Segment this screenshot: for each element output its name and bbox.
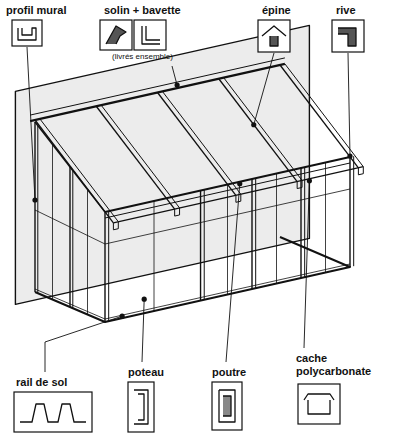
post xyxy=(200,191,201,301)
cover-icon xyxy=(308,400,330,414)
rafter xyxy=(219,79,297,182)
floor-rail xyxy=(35,237,350,322)
part-label: solin + bavette xyxy=(104,4,181,17)
post xyxy=(34,122,35,292)
leader-line xyxy=(304,181,309,348)
part-label: rive xyxy=(336,4,356,17)
part-label: poteau xyxy=(128,366,164,379)
leader-dot xyxy=(347,153,352,158)
post xyxy=(353,156,354,266)
rafter xyxy=(40,119,118,222)
leader-line xyxy=(226,184,240,362)
rafter xyxy=(158,93,236,196)
leader-dot xyxy=(237,181,242,186)
flashing-icon xyxy=(146,26,160,40)
glazing-bar xyxy=(154,201,155,311)
beam-icon xyxy=(223,396,231,416)
post xyxy=(204,190,205,300)
glazing-bar xyxy=(35,210,105,244)
post xyxy=(300,168,301,278)
leader-line xyxy=(142,299,144,362)
post xyxy=(108,211,109,321)
part-label: poutre xyxy=(212,366,246,379)
edge-icon xyxy=(332,20,364,52)
flashing-icon xyxy=(142,26,160,44)
post-icon xyxy=(138,394,144,420)
leader-line xyxy=(172,66,177,85)
edge-icon xyxy=(338,28,356,46)
rafter xyxy=(285,64,363,167)
floor-rail xyxy=(35,264,350,319)
beam xyxy=(105,163,350,218)
part-label: épine xyxy=(262,4,291,17)
leader-line xyxy=(348,53,350,156)
leader-dot xyxy=(142,297,147,302)
flashing-icon xyxy=(100,20,132,50)
spine-icon xyxy=(262,26,286,36)
part-label: cache polycarbonate xyxy=(296,352,386,377)
post xyxy=(104,212,105,322)
leader-dot xyxy=(307,178,312,183)
leader-dot xyxy=(175,83,180,88)
profile-icon xyxy=(18,28,36,40)
post-icon xyxy=(134,390,148,424)
cover-icon xyxy=(304,394,334,400)
rafter xyxy=(101,105,179,208)
post-icon xyxy=(128,382,154,432)
flashing-icon xyxy=(134,20,166,50)
leader-line xyxy=(254,53,274,125)
cover-icon xyxy=(298,384,340,424)
flashing-icon xyxy=(106,26,126,44)
part-label: profil mural xyxy=(6,4,67,17)
ground-rail-icon xyxy=(20,404,86,422)
house-wall xyxy=(15,25,309,304)
post xyxy=(304,167,305,277)
leader-dot xyxy=(120,314,125,319)
post xyxy=(251,179,252,289)
spine-icon xyxy=(270,36,278,46)
glazing-bar xyxy=(227,185,228,295)
rafter xyxy=(35,120,113,223)
post xyxy=(69,167,70,307)
wall-profile xyxy=(30,58,285,115)
note: (livrés ensemble) xyxy=(112,52,173,61)
post xyxy=(349,157,350,267)
post xyxy=(37,126,38,294)
profile-icon xyxy=(12,20,42,46)
beam-icon xyxy=(219,390,235,422)
rafter xyxy=(162,91,240,194)
leader-line xyxy=(45,316,122,372)
part-label: rail de sol xyxy=(16,376,67,389)
post xyxy=(72,171,73,309)
glazing-bar xyxy=(52,145,53,300)
glazing-bar xyxy=(276,174,277,284)
post xyxy=(255,178,256,288)
leader-dot xyxy=(32,197,37,202)
glazing-bar xyxy=(87,190,88,315)
leader-line xyxy=(27,47,35,200)
rafter xyxy=(280,65,358,168)
beam-icon xyxy=(212,382,242,430)
eave xyxy=(113,167,363,223)
ground-rail-icon xyxy=(14,392,92,432)
spine-icon xyxy=(258,20,290,52)
glazing-bar xyxy=(325,163,326,273)
rafter xyxy=(96,106,174,209)
leader-dot xyxy=(251,122,256,127)
